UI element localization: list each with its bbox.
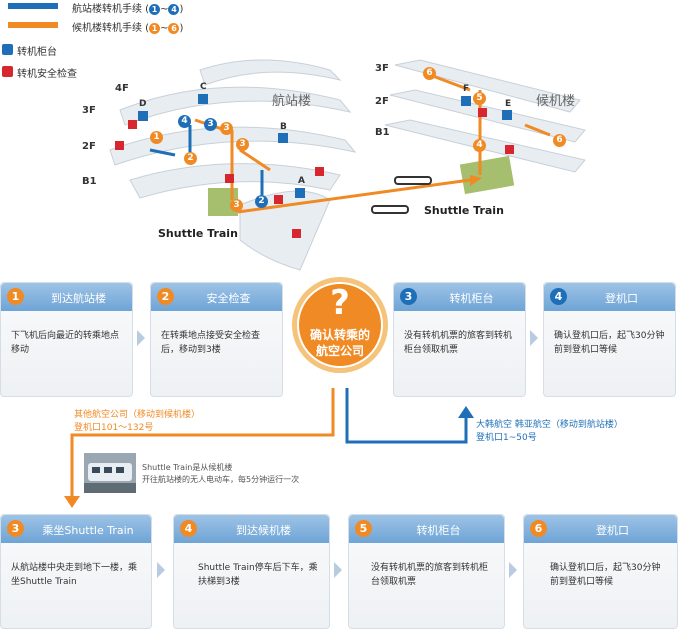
- terminal-building: [109, 59, 357, 271]
- step-number: 5: [355, 520, 372, 537]
- decision-label: 确认转乘的 航空公司: [309, 328, 370, 358]
- terminal-pin-1: 1: [150, 131, 163, 144]
- terminal-title: 航站楼: [272, 94, 312, 109]
- step-card-3: 3 转机柜台 没有转机机票的旅客到转机柜台领取机票: [393, 282, 526, 397]
- concourse-floor-2f: 2F: [375, 96, 389, 107]
- step-number: 1: [7, 288, 24, 305]
- route-connectors: [64, 388, 474, 508]
- airline-decision-badge: [292, 277, 388, 373]
- step-title: 转机柜台: [416, 524, 461, 537]
- terminal-floor-4f: 4F: [115, 83, 129, 94]
- step-desc: 确认登机口后，起飞30分钟前到登机口等候: [554, 331, 665, 355]
- counter-b-label: B: [280, 122, 287, 132]
- step-desc: 确认登机口后，起飞30分钟前到登机口等候: [550, 563, 661, 587]
- step-card-5: 3 乘坐Shuttle Train 从航站楼中央走到地下一楼，乘坐Shuttle…: [0, 514, 152, 629]
- step-arrow: [157, 562, 165, 578]
- concourse-title: 候机楼: [536, 94, 576, 109]
- terminal-pin-3: 3: [204, 118, 217, 131]
- train-icon: [394, 176, 432, 185]
- step-number: 4: [180, 520, 197, 537]
- shuttle-train-photo: [84, 453, 136, 493]
- step-card-4: 4 登机口 确认登机口后，起飞30分钟前到登机口等候: [543, 282, 676, 397]
- train-icon: [371, 205, 409, 214]
- counter-c-label: C: [200, 82, 207, 92]
- step-desc: 没有转机机票的旅客到转机柜台领取机票: [404, 331, 513, 355]
- terminal-pin-3c: 3: [236, 138, 249, 151]
- concourse-pin-5: 5: [473, 92, 486, 105]
- step-title: 到达候机楼: [236, 524, 291, 537]
- step-card-6: 4 到达候机楼 Shuttle Train停车后下车，乘扶梯到3楼: [173, 514, 330, 629]
- step-desc: 在转乘地点接受安全检查后，移动到3楼: [161, 331, 261, 355]
- terminal-pin-3d: 3: [230, 199, 243, 212]
- step-desc: Shuttle Train停车后下车，乘扶梯到3楼: [198, 563, 318, 587]
- concourse-route-legend: 候机楼转机手续 (1~6): [72, 22, 184, 34]
- shuttle-note: Shuttle Train是从候机楼 开往航站楼的无人电动车，每5分钟运行一次: [142, 463, 300, 484]
- concourse-pin-6b: 6: [553, 134, 566, 147]
- terminal-pin-3b: 3: [220, 122, 233, 135]
- step-desc: 从航站楼中央走到地下一楼，乘坐Shuttle Train: [11, 563, 138, 587]
- step-title: 登机口: [605, 292, 638, 305]
- step-title: 到达航站楼: [51, 292, 106, 305]
- question-mark-icon: ?: [330, 283, 350, 323]
- terminal-floor-b1: B1: [82, 176, 97, 187]
- step-number: 3: [400, 288, 417, 305]
- concourse-pin-6: 6: [423, 67, 436, 80]
- route-korean-asiana: 大韩航空 韩亚航空（移动到航站楼） 登机口1~50号: [476, 420, 623, 443]
- shuttle-label-concourse: Shuttle Train: [424, 204, 504, 217]
- terminal-floor-3f: 3F: [82, 105, 96, 116]
- concourse-route-swatch: [8, 22, 58, 28]
- security-check-icon: [2, 66, 13, 77]
- terminal-route-legend: 航站楼转机手续 (1~4): [72, 3, 184, 15]
- step-card-1: 1 到达航站楼 下飞机后向最近的转乘地点移动: [0, 282, 133, 397]
- step-number: 3: [7, 520, 24, 537]
- transfer-counter-icon: [2, 44, 13, 55]
- step-arrow: [137, 330, 145, 346]
- shuttle-label-terminal: Shuttle Train: [158, 227, 238, 240]
- concourse-pin-4: 4: [473, 139, 486, 152]
- counter-e-label: E: [505, 99, 512, 109]
- step-number: 2: [157, 288, 174, 305]
- counter-d-label: D: [139, 99, 147, 109]
- step-desc: 没有转机机票的旅客到转机柜台领取机票: [371, 563, 489, 587]
- step-title: 安全检查: [206, 292, 251, 305]
- terminal-route-swatch: [8, 3, 58, 9]
- step-card-7: 5 转机柜台 没有转机机票的旅客到转机柜台领取机票: [348, 514, 505, 629]
- step-title: 转机柜台: [449, 292, 494, 305]
- step-arrow: [334, 562, 342, 578]
- counter-a-label: A: [298, 176, 305, 186]
- transfer-counter-legend: 转机柜台: [17, 47, 57, 58]
- step-card-8: 6 登机口 确认登机口后，起飞30分钟前到登机口等候: [523, 514, 678, 629]
- concourse-floor-b1: B1: [375, 127, 390, 138]
- step-card-2: 2 安全检查 在转乘地点接受安全检查后，移动到3楼: [150, 282, 283, 397]
- step-title: 乘坐Shuttle Train: [42, 524, 134, 537]
- step-desc: 下飞机后向最近的转乘地点移动: [11, 331, 120, 355]
- counter-f-label: F: [463, 84, 470, 94]
- step-arrow: [530, 330, 538, 346]
- shuttle-route-line: [237, 178, 471, 214]
- transfer-map: [109, 59, 586, 271]
- terminal-floor-2f: 2F: [82, 141, 96, 152]
- terminal-pin-2b: 2: [255, 195, 268, 208]
- step-number: 4: [550, 288, 567, 305]
- route-other-airlines: 其他航空公司（移动到候机楼） 登机口101～132号: [74, 410, 201, 433]
- concourse-shuttle-platform: [459, 155, 515, 195]
- step-title: 登机口: [596, 524, 629, 537]
- terminal-pin-2: 2: [184, 152, 197, 165]
- step-arrow: [509, 562, 517, 578]
- step-number: 6: [530, 520, 547, 537]
- terminal-pin-4: 4: [178, 115, 191, 128]
- security-check-legend: 转机安全检查: [17, 69, 77, 80]
- concourse-floor-3f: 3F: [375, 63, 389, 74]
